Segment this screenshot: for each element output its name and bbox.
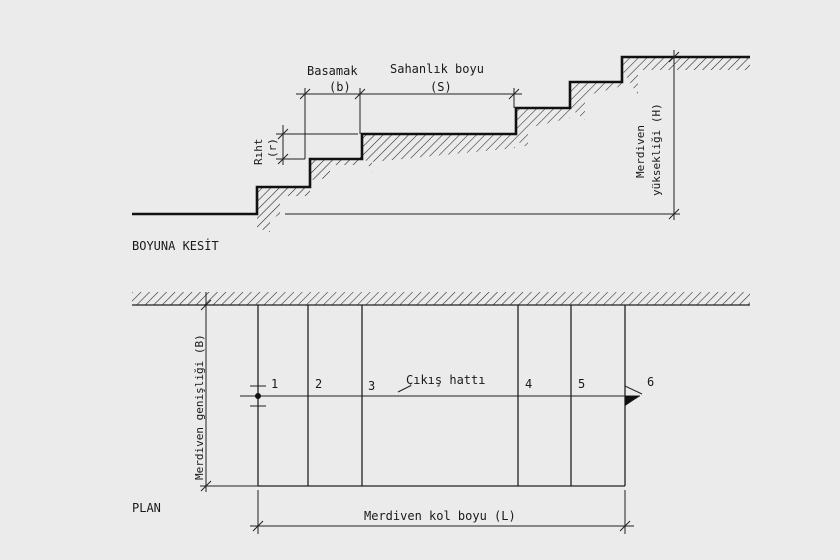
- walk-line-start: [255, 393, 261, 399]
- height-label-2: yüksekliği (H): [650, 103, 663, 196]
- step-number-3: 3: [368, 379, 375, 393]
- landing-label: Sahanlık boyu: [390, 62, 484, 76]
- tread-symbol: (b): [329, 80, 351, 94]
- section-caption: BOYUNA KESİT: [132, 238, 219, 253]
- step-number-1: 1: [271, 377, 278, 391]
- stair-profile: [132, 55, 750, 216]
- section-hatching: [257, 57, 750, 232]
- walk-line-label: Çıkış hattı: [406, 373, 485, 387]
- width-label: Merdiven genişliği (B): [193, 334, 206, 480]
- riser-label: Rıht: [252, 139, 265, 166]
- tread-label: Basamak: [307, 64, 358, 78]
- walk-line-arrow: [625, 396, 640, 406]
- step-number-2: 2: [315, 377, 322, 391]
- landing-symbol: (S): [430, 80, 452, 94]
- height-label: Merdiven: [634, 125, 647, 178]
- riser-symbol: (r): [266, 138, 279, 158]
- step-number-5: 5: [578, 377, 585, 391]
- plan-caption: PLAN: [132, 501, 161, 515]
- step-number-6: 6: [647, 375, 654, 389]
- plan-view: Çıkış hattı 1 2 3 4 5 6 Merdiven genişli…: [132, 292, 750, 534]
- step-number-4: 4: [525, 377, 532, 391]
- length-label: Merdiven kol boyu (L): [364, 509, 516, 523]
- section-view: Basamak (b) Sahanlık boyu (S) Rıht (r) M…: [132, 50, 750, 253]
- wall-hatching: [132, 292, 750, 305]
